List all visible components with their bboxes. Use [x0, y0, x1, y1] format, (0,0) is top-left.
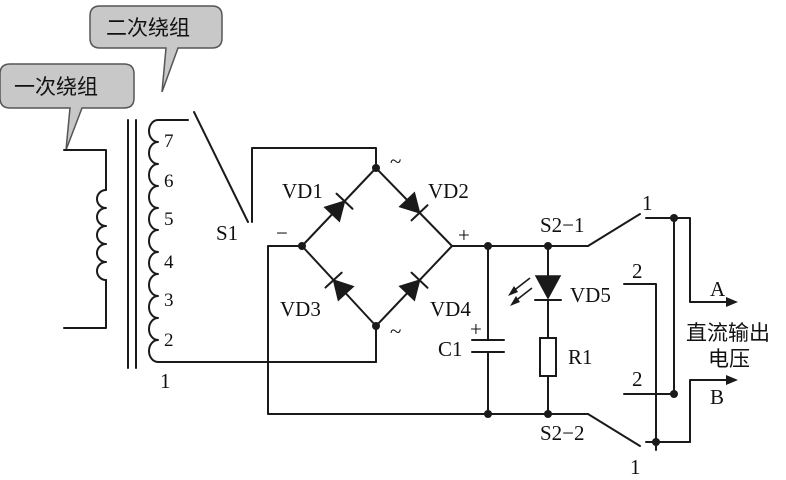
switch-s2-2: S2−2 1 2 — [540, 217, 691, 479]
tap-4: 4 — [164, 252, 174, 273]
resistor-r1-label: R1 — [568, 345, 593, 369]
positive-rail — [451, 242, 589, 250]
tap-1: 1 — [160, 369, 171, 393]
diode-vd3 — [324, 271, 355, 302]
capacitor-c1-label: C1 — [438, 337, 463, 361]
diode-vd2 — [398, 191, 429, 222]
tap-6: 6 — [164, 171, 174, 192]
vd1-label: VD1 — [282, 179, 323, 203]
output-a-label: A — [710, 277, 726, 301]
switch-s2-2-label: S2−2 — [540, 421, 585, 445]
secondary-winding-label: 二次绕组 — [106, 16, 190, 40]
switch-s2-1: S2−1 1 2 — [540, 191, 678, 451]
led-vd5-label: VD5 — [570, 283, 611, 307]
tap-2: 2 — [164, 330, 174, 351]
secondary-taps: 7 6 5 4 3 2 1 — [160, 131, 174, 393]
output-b-arrow-icon — [726, 375, 738, 385]
switch-s1-label: S1 — [216, 221, 238, 245]
negative-terminal-symbol: − — [276, 221, 288, 245]
transformer-core — [127, 119, 137, 369]
output-terminals: A B 直流输出 电压 — [673, 217, 770, 443]
tap-3: 3 — [164, 290, 174, 311]
diode-vd1 — [323, 192, 354, 223]
secondary-winding-callout: 二次绕组 — [89, 5, 223, 93]
vd4-label: VD4 — [430, 297, 471, 321]
primary-winding-callout: 一次绕组 — [0, 63, 135, 151]
bridge-rectifier: VD1 VD2 VD3 VD4 ~ ~ − + — [276, 149, 471, 363]
primary-winding-label: 一次绕组 — [14, 75, 98, 99]
output-caption-line1: 直流输出 — [686, 321, 770, 345]
switch-s2-1-label: S2−1 — [540, 213, 585, 237]
diode-vd4 — [398, 271, 429, 302]
capacitor-polarity: + — [470, 317, 482, 341]
ac-bottom-symbol: ~ — [390, 319, 401, 343]
tap-7: 7 — [164, 131, 174, 152]
vd2-label: VD2 — [428, 179, 469, 203]
secondary-winding — [148, 119, 377, 363]
primary-winding — [63, 149, 107, 329]
led-vd5: VD5 — [508, 245, 611, 339]
light-emission-arrows-icon — [508, 277, 533, 306]
switch-s2-2-pos2: 2 — [632, 367, 643, 391]
output-a-arrow-icon — [726, 297, 738, 307]
capacitor-c1: + C1 — [438, 245, 505, 415]
resistor-r1: R1 — [539, 337, 593, 415]
switch-s2-1-pos1: 1 — [642, 191, 653, 215]
output-caption-line2: 电压 — [708, 347, 750, 371]
switch-s2-1-pos2: 2 — [632, 259, 643, 283]
vd3-label: VD3 — [280, 297, 321, 321]
switch-s1: S1 — [193, 111, 377, 245]
output-b-label: B — [710, 385, 724, 409]
tap-5: 5 — [164, 209, 174, 230]
switch-s2-2-pos1: 1 — [630, 455, 641, 479]
positive-terminal-symbol: + — [458, 223, 470, 247]
ac-top-symbol: ~ — [390, 149, 401, 173]
